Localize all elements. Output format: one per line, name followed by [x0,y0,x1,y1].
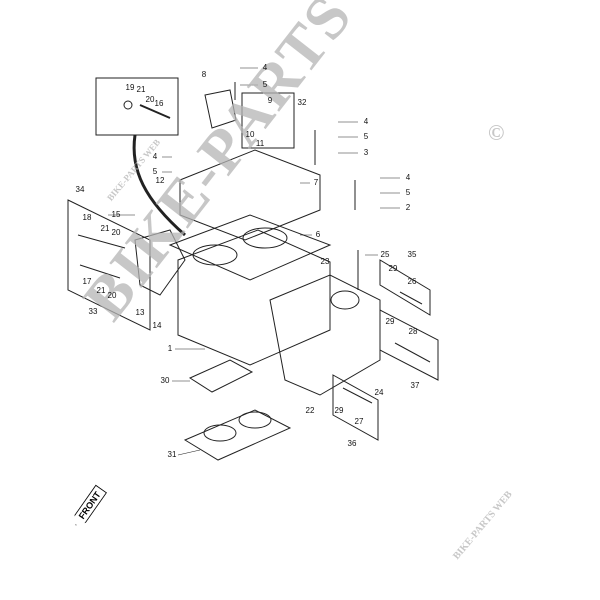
callout: 32 [297,98,307,107]
callout: 33 [88,307,98,316]
cylinder-gasket [183,409,292,461]
base-gasket [188,359,254,393]
callout: 8 [201,70,207,79]
callout: 16 [154,99,164,108]
callout: 24 [374,388,384,397]
callout: 20 [107,291,117,300]
callout: 26 [407,277,417,286]
exhaust-manifold [269,274,381,396]
callout: 17 [82,277,92,286]
callout: 11 [255,139,265,148]
bracket [204,89,237,129]
callout: 12 [155,176,165,185]
head-gasket [168,214,332,281]
callout: 35 [407,250,417,259]
callout: 2 [405,203,411,212]
callout: 13 [135,308,145,317]
callout: 29 [334,406,344,415]
callout: 19 [125,83,135,92]
callout: 23 [320,257,330,266]
callout: 5 [262,80,268,89]
cylinder-block [177,229,331,366]
callout: 29 [388,264,398,273]
callout: 4 [405,173,411,182]
callout: 5 [363,132,369,141]
callout: 4 [152,152,158,161]
callout: 6 [315,230,321,239]
callout: 5 [405,188,411,197]
callout: 36 [347,439,357,448]
callout: 3 [363,148,369,157]
callout: 28 [408,327,418,336]
cylinder-head [179,149,321,241]
callout: 31 [167,450,177,459]
callout: 18 [82,213,92,222]
callout: 22 [305,406,315,415]
callout: 21 [136,85,146,94]
callout: 20 [145,95,155,104]
callout: 37 [410,381,420,390]
callout: 1 [167,344,173,353]
inset-box [95,77,179,136]
callout: 14 [152,321,162,330]
callout: 9 [267,96,273,105]
callout: 4 [363,117,369,126]
callout: 4 [262,63,268,72]
callout: 34 [75,185,85,194]
copyright-mark: © [488,120,505,145]
callout: 27 [354,417,364,426]
callout: 21 [96,286,106,295]
callout: 20 [111,228,121,237]
callout: 30 [160,376,170,385]
callout: 15 [111,210,121,219]
callout: 5 [152,167,158,176]
callout: 29 [385,317,395,326]
cable [132,134,186,237]
callout: 7 [313,178,319,187]
callout: 25 [380,250,390,259]
callout: 21 [100,224,110,233]
callout: 10 [245,130,255,139]
